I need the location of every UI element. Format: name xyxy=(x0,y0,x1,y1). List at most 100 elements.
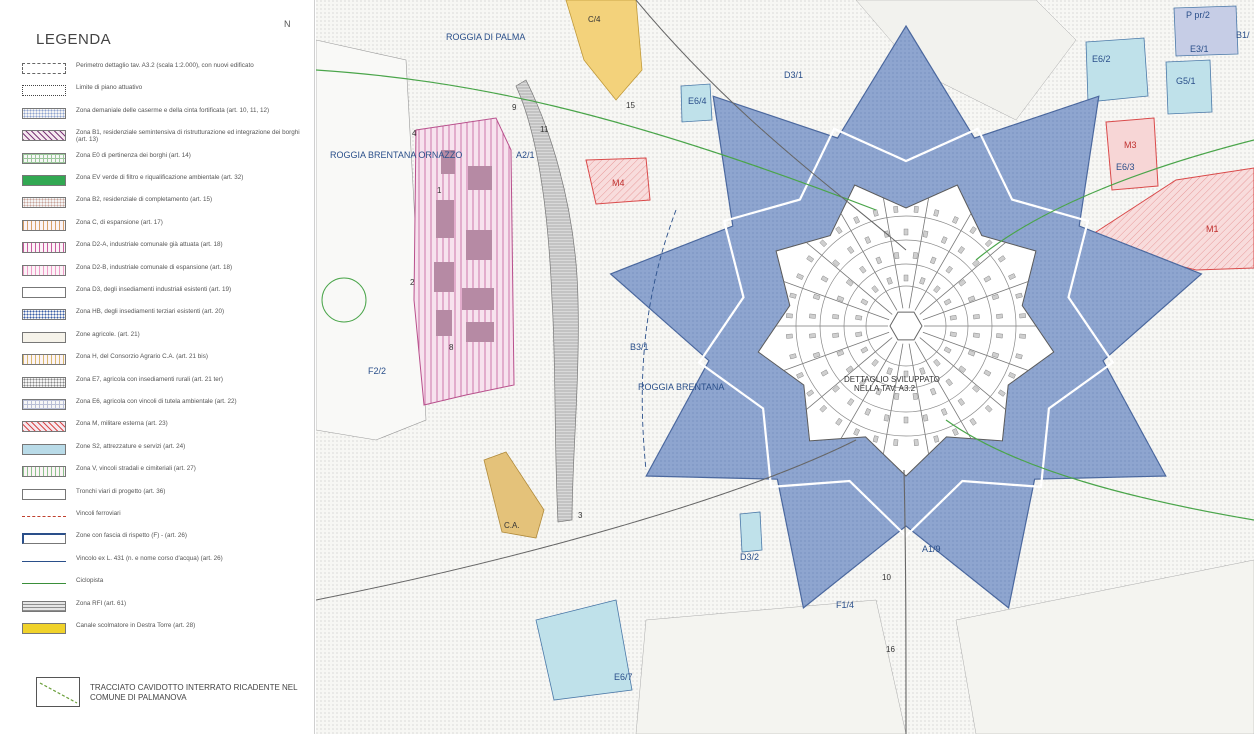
legend-item-s2: Zone S2, attrezzature e servizi (art. 24… xyxy=(22,443,312,458)
label-8: 8 xyxy=(449,343,454,352)
military-zone-m3[interactable] xyxy=(1105,117,1159,191)
legend-label-e6: Zona E6, agricola con vincoli di tutela … xyxy=(76,398,237,405)
legend-swatch-vincolo-431 xyxy=(22,556,66,567)
legend-item-vincolo-431: Vincolo ex L. 431 (n. e nome corso d'acq… xyxy=(22,555,312,570)
label-e3-1: E3/1 xyxy=(1190,44,1209,54)
label-g5-1: G5/1 xyxy=(1176,76,1196,86)
legend-swatch-h xyxy=(22,354,66,366)
legend-item-b2: Zona B2, residenziale di completamento (… xyxy=(22,196,312,211)
legend-item-d2b: Zona D2-B, industriale comunale di espan… xyxy=(22,264,312,279)
consortium-zone-ca[interactable] xyxy=(483,451,545,539)
label-4: 4 xyxy=(412,129,417,138)
field-south xyxy=(635,599,907,735)
legend-label-b1: Zona B1, residenziale semintensiva di ri… xyxy=(76,129,300,144)
label-m4: M4 xyxy=(612,178,625,188)
legend-swatch-d3 xyxy=(22,287,66,298)
legend-label-m: Zona M, militare esterna (art. 23) xyxy=(76,420,168,428)
label-a1-9: A1/9 xyxy=(922,544,941,554)
service-zone-e6-2[interactable] xyxy=(1085,37,1149,103)
legend-label-vincolo-431: Vincolo ex L. 431 (n. e nome corso d'acq… xyxy=(76,554,223,562)
tree-circle-west xyxy=(321,277,367,323)
legend-label-c: Zona C, di espansione (art. 17) xyxy=(76,218,163,226)
legend-swatch-hb xyxy=(22,309,66,321)
legend-item-rfi: Zona RFI (art. 61) xyxy=(22,600,312,615)
zoning-map[interactable]: C/4 ROGGIA DI PALMA D3/1 E6/4 15 9 11 4 … xyxy=(315,0,1254,735)
legend-label-fascia: Zone con fascia di rispetto (F) - (art. … xyxy=(76,532,187,540)
label-11: 11 xyxy=(540,125,549,134)
label-b3-1: B3/1 xyxy=(630,342,649,352)
service-zone-e6-7[interactable] xyxy=(535,599,633,701)
legend-swatch-canale xyxy=(22,623,66,634)
zoning-map-canvas: C/4 ROGGIA DI PALMA D3/1 E6/4 15 9 11 4 … xyxy=(315,0,1254,735)
legend-swatch-agricola xyxy=(22,331,66,343)
legend-swatch-m xyxy=(22,421,66,433)
legend-item-ev: Zona EV verde di filtro e riqualificazio… xyxy=(22,174,312,189)
fortress-inner-ring xyxy=(697,127,1115,538)
service-zone-e6-4[interactable] xyxy=(680,83,713,123)
legend-item-hb: Zona HB, degli insediamenti terziari esi… xyxy=(22,308,312,323)
label-d3-1: D3/1 xyxy=(784,70,803,80)
label-roggia-brentana: ROGGIA BRENTANA xyxy=(638,382,724,392)
label-c4: C/4 xyxy=(588,15,601,24)
legend-swatch-ev xyxy=(22,175,66,186)
zone-e3-1[interactable] xyxy=(1173,5,1239,57)
label-3: 3 xyxy=(578,511,583,520)
legend-item-b1: Zona B1, residenziale semintensiva di ri… xyxy=(22,129,312,144)
label-1: 1 xyxy=(437,186,442,195)
label-roggia-ornazzo: ROGGIA BRENTANA ORNAZZO xyxy=(330,150,462,160)
legend-swatch-e7 xyxy=(22,376,66,388)
label-e6-2: E6/2 xyxy=(1092,54,1111,64)
legend-item-e0: Zona E0 di pertinenza dei borghi (art. 1… xyxy=(22,152,312,167)
legend-swatch-piano-attuativo xyxy=(22,85,66,97)
legend-swatch-d2a xyxy=(22,242,66,254)
service-zone-g5-1[interactable] xyxy=(1165,59,1213,115)
legend-item-m: Zona M, militare esterna (art. 23) xyxy=(22,420,312,435)
legend-label-piano-attuativo: Limite di piano attuativo xyxy=(76,84,143,92)
legend-label-e7: Zona E7, agricola con insediamenti rural… xyxy=(76,375,223,383)
legend-swatch-b1 xyxy=(22,130,66,142)
legend-label-d2b: Zona D2-B, industriale comunale di espan… xyxy=(76,263,233,271)
label-detail-line1: DETTAGLIO SVILUPPATO xyxy=(844,375,940,384)
legend-label-d2a: Zona D2-A, industriale comunale già attu… xyxy=(76,241,223,249)
label-b1: B1/ xyxy=(1236,30,1250,40)
legend-label-s2: Zone S2, attrezzature e servizi (art. 24… xyxy=(76,442,186,450)
legend-label-e0: Zona E0 di pertinenza dei borghi (art. 1… xyxy=(76,151,191,159)
legend-item-d3: Zona D3, degli insediamenti industriali … xyxy=(22,286,312,301)
legend-label-demaniale: Zona demaniale delle caserme e della cin… xyxy=(76,106,270,114)
legend-swatch-v xyxy=(22,466,66,478)
canal-zone-c4[interactable] xyxy=(565,0,643,101)
legend-label-canale: Canale scolmatore in Destra Torre (art. … xyxy=(76,622,196,629)
label-e6-7: E6/7 xyxy=(614,672,633,682)
legend-swatch-c xyxy=(22,219,66,231)
legend-item-perimetro: Perimetro dettaglio tav. A3.2 (scala 1:2… xyxy=(22,62,312,77)
legend-label-d3: Zona D3, degli insediamenti industriali … xyxy=(76,286,232,293)
legend-item-e6: Zona E6, agricola con vincoli di tutela … xyxy=(22,398,312,413)
industrial-zone-d2[interactable] xyxy=(413,117,515,406)
legend-item-d2a: Zona D2-A, industriale comunale già attu… xyxy=(22,241,312,256)
central-square[interactable] xyxy=(889,311,923,341)
legend-item-h: Zona H, del Consorzio Agrario C.A. (art.… xyxy=(22,353,312,368)
service-zone-d3-2[interactable] xyxy=(739,511,763,553)
legend-swatch-e6 xyxy=(22,399,66,410)
rfi-railway-zone[interactable] xyxy=(515,79,579,523)
legend-label-perimetro: Perimetro dettaglio tav. A3.2 (scala 1:2… xyxy=(76,62,254,69)
label-m1: M1 xyxy=(1206,224,1219,234)
legend-label-tronchi: Tronchi viari di progetto (art. 36) xyxy=(76,487,166,495)
military-zone-m4[interactable] xyxy=(585,157,651,205)
label-d3-2: D3/2 xyxy=(740,552,759,562)
legend-label-ciclopista: Ciclopista xyxy=(76,577,104,585)
label-m3: M3 xyxy=(1124,140,1137,150)
legend-swatch-tronchi xyxy=(22,488,66,500)
north-arrow: N xyxy=(284,19,291,29)
label-10: 10 xyxy=(882,573,891,582)
label-e6-3: E6/3 xyxy=(1116,162,1135,172)
label-roggia-palma: ROGGIA DI PALMA xyxy=(446,32,525,42)
legend-swatch-perimetro xyxy=(22,63,66,74)
legend-label-ferroviari: Vincoli ferroviari xyxy=(76,510,121,517)
legend-swatch-s2 xyxy=(22,443,66,455)
label-f2-2: F2/2 xyxy=(368,366,386,376)
legend-item-fascia: Zone con fascia di rispetto (F) - (art. … xyxy=(22,532,312,547)
label-16: 16 xyxy=(886,645,895,654)
legend-item-ferroviari: Vincoli ferroviari xyxy=(22,510,312,525)
legend-swatch-ferroviari xyxy=(22,511,66,522)
